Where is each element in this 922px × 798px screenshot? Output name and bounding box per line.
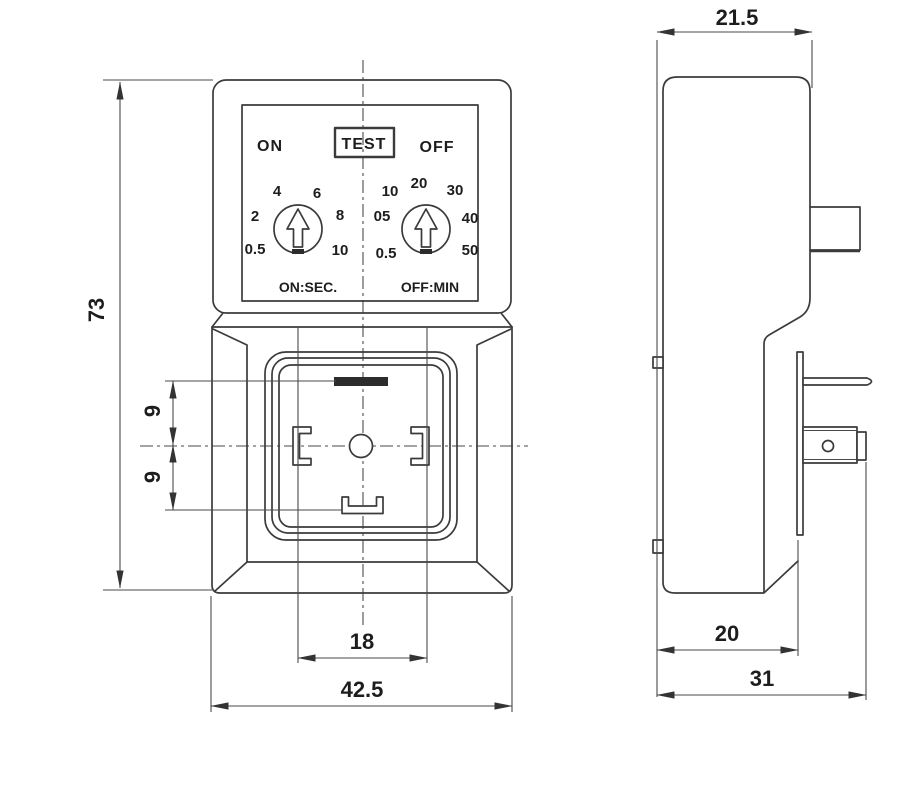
right-contact-slot xyxy=(410,426,430,466)
socket-rim-middle xyxy=(271,357,451,534)
slot-span-extension-lines xyxy=(297,328,428,663)
off-label: OFF xyxy=(420,139,455,156)
on-scale-6: 6 xyxy=(313,185,321,202)
slot-span-dim-label: 18 xyxy=(350,629,374,654)
collar-bevels xyxy=(211,312,513,328)
plug-blade-block-edges xyxy=(803,429,857,461)
socket-face-plate xyxy=(796,351,804,536)
pitch-top-dim-label: 9 xyxy=(140,405,165,417)
off-scale-30: 30 xyxy=(447,182,464,199)
control-panel: ON TEST OFF 0.5 2 4 6 8 10 0.5 xyxy=(241,104,479,302)
off-scale-50: 50 xyxy=(462,242,479,259)
socket-body-bottom-bevels xyxy=(214,561,510,592)
on-scale-4: 4 xyxy=(273,183,282,200)
height-dim-label: 73 xyxy=(84,298,109,322)
socket-rim-inner xyxy=(278,364,444,528)
side-body-outline xyxy=(652,76,873,594)
test-button xyxy=(333,126,396,159)
socket-face xyxy=(264,351,458,541)
total-depth-dim-label: 31 xyxy=(750,666,774,691)
on-dial-knob xyxy=(273,204,323,254)
socket-body-outline xyxy=(211,326,513,594)
off-scale-10: 10 xyxy=(382,183,399,200)
plug-blade-tip xyxy=(856,431,867,461)
on-label: ON xyxy=(257,138,283,155)
upper-clip-notch xyxy=(652,356,664,369)
on-time-dial: 0.5 2 4 6 8 10 xyxy=(245,183,349,259)
off-dial-index-mark xyxy=(420,249,432,254)
off-dial-knob xyxy=(401,204,451,254)
lower-clip-notch xyxy=(652,539,664,554)
side-dimensions: 21.5 20 31 xyxy=(656,5,867,700)
front-dimensions: 73 9 9 18 42.5 xyxy=(84,79,513,712)
head-depth-extension-lines xyxy=(656,40,813,697)
off-time-dial: 0.5 05 10 20 30 40 50 xyxy=(374,175,479,262)
width-dim-label: 42.5 xyxy=(341,677,384,702)
test-button-label: TEST xyxy=(342,136,387,153)
on-dial-arrow-icon xyxy=(286,208,310,248)
blade-hole xyxy=(821,439,835,453)
front-centerlines xyxy=(140,60,528,625)
top-pin-slot xyxy=(334,377,388,386)
on-scale-8: 8 xyxy=(336,207,344,224)
timer-head-outline xyxy=(212,79,512,314)
top-pin-side xyxy=(802,377,873,386)
off-scale-0.5: 0.5 xyxy=(376,245,397,262)
front-body-outline xyxy=(211,79,513,594)
pitch-bottom-dim-label: 9 xyxy=(140,471,165,483)
off-dial-arrow-icon xyxy=(414,208,438,248)
off-scale-40: 40 xyxy=(462,210,479,227)
body-depth-dim-label: 20 xyxy=(715,621,739,646)
center-hole xyxy=(348,433,374,459)
off-scale-05: 05 xyxy=(374,208,391,225)
side-profile xyxy=(662,76,811,594)
on-scale-2: 2 xyxy=(251,208,259,225)
side-view: 21.5 20 31 xyxy=(652,5,873,700)
pitch-extension-lines xyxy=(165,380,342,511)
on-scale-0.5: 0.5 xyxy=(245,241,266,258)
rear-hook-outline xyxy=(809,206,861,251)
on-dial-index-mark xyxy=(292,249,304,254)
socket-body-inner-face xyxy=(212,328,512,563)
off-scale-20: 20 xyxy=(411,175,428,192)
on-scale-10: 10 xyxy=(332,242,349,259)
bottom-chamfer xyxy=(764,560,799,593)
head-depth-dim-label: 21.5 xyxy=(716,5,759,30)
off-unit-label: OFF:MIN xyxy=(401,279,459,295)
width-extension-lines xyxy=(210,596,513,712)
on-unit-label: ON:SEC. xyxy=(279,279,337,295)
socket-rim-outer xyxy=(264,351,458,541)
bottom-contact-slot xyxy=(341,496,384,515)
front-view: ON TEST OFF 0.5 2 4 6 8 10 0.5 xyxy=(84,60,528,712)
height-extension-lines xyxy=(103,79,213,591)
panel-frame xyxy=(241,104,479,302)
